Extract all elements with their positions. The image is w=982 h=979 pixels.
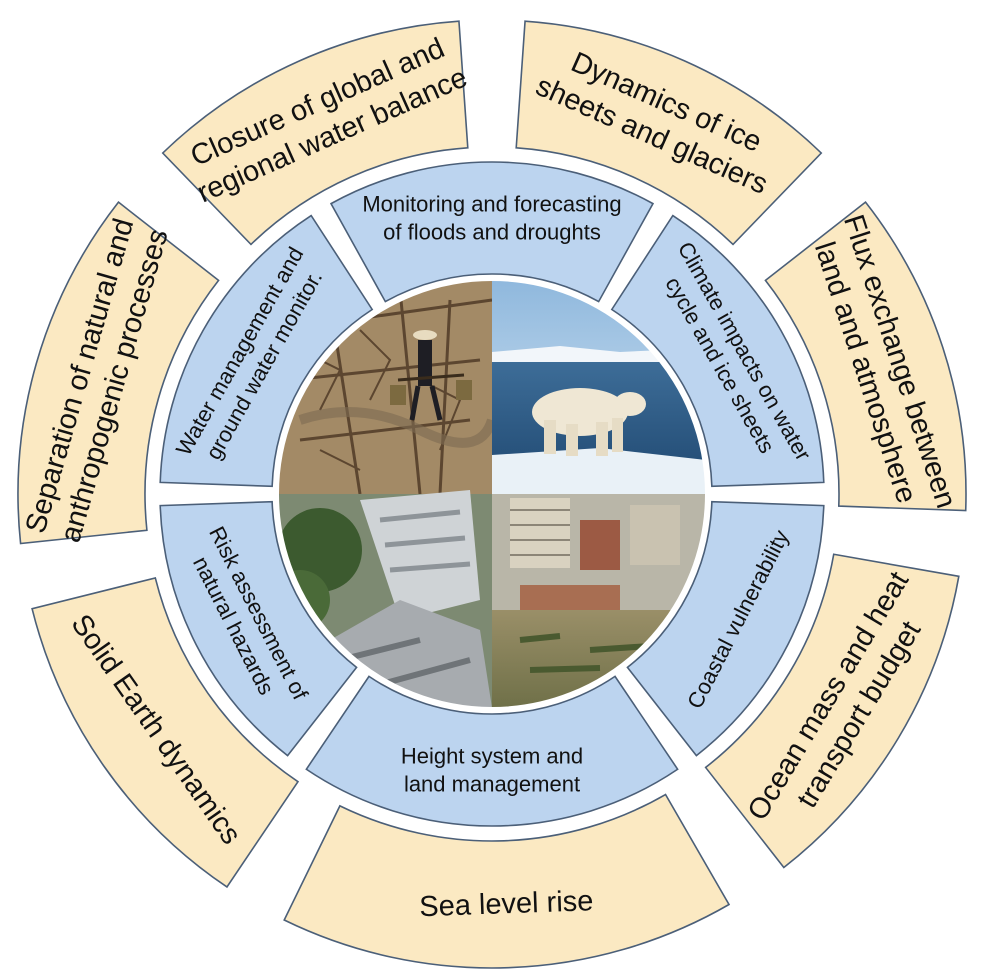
label-floods-droughts-line-2: of floods and droughts	[383, 220, 601, 245]
label-floods-droughts-line-1: Monitoring and forecasting	[362, 192, 621, 217]
label-height-system-line-1: Height system and	[401, 744, 583, 769]
inner-ring: Monitoring and forecasting of floods and …	[159, 161, 825, 827]
segment-natural-anthropogenic	[17, 201, 220, 545]
segment-coastal	[626, 500, 825, 757]
segment-flux-exchange	[764, 201, 967, 512]
segment-solid-earth	[31, 576, 300, 889]
segment-climate-impacts	[610, 214, 825, 488]
segment-risk-assessment	[159, 500, 358, 757]
label-sea-level-line-1: Sea level rise	[419, 885, 594, 923]
segment-floods-droughts	[329, 161, 655, 303]
segment-water-management	[159, 214, 374, 488]
segment-sea-level	[283, 793, 731, 969]
segment-height-system	[305, 675, 679, 827]
segment-ice-sheets	[515, 20, 823, 246]
segment-ocean-mass	[704, 553, 960, 869]
segment-water-balance	[161, 20, 469, 246]
label-height-system-line-2: land management	[404, 772, 580, 797]
center-photo-collage	[278, 280, 706, 708]
